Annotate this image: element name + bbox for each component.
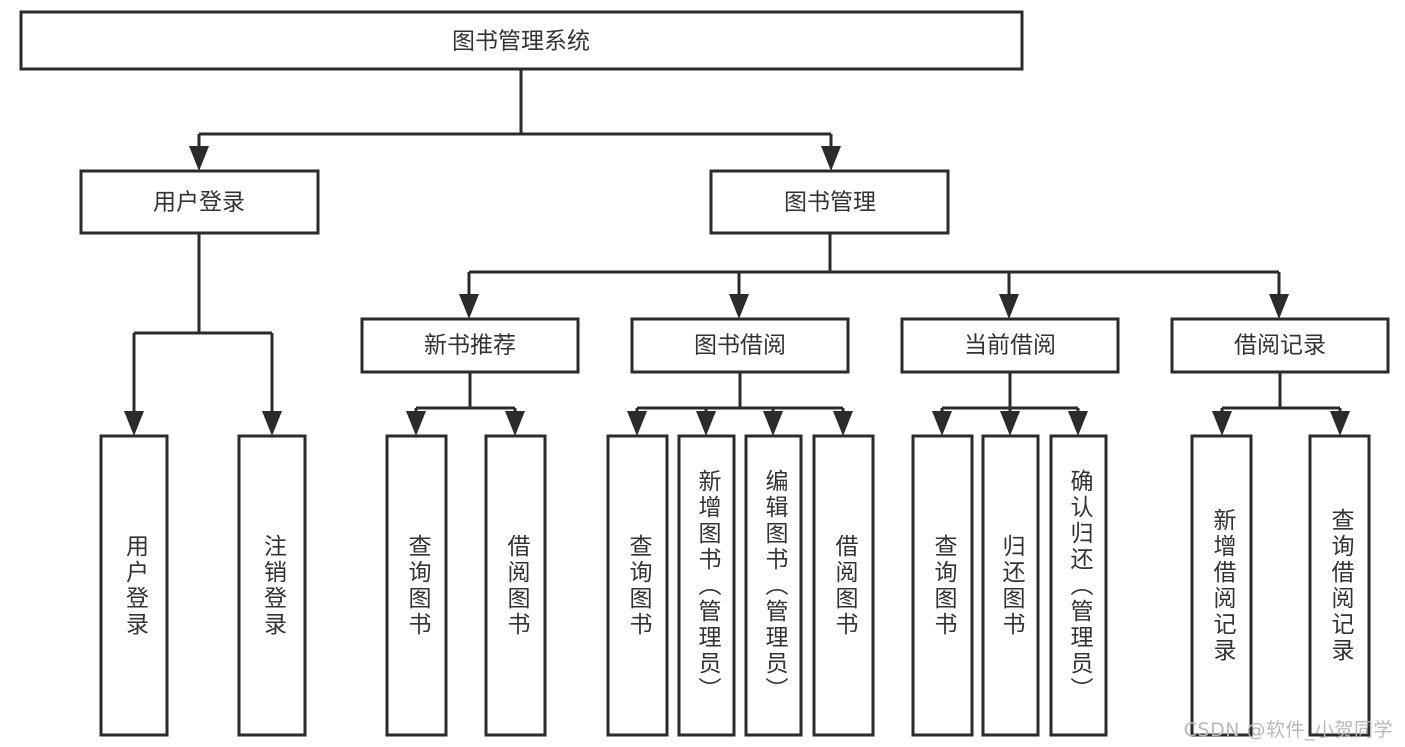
node-leaf-7-rect[interactable] [812,434,875,737]
node-leaf-6-rect[interactable] [744,434,803,737]
arrow-head-icon [406,411,426,436]
node-l3-0-label: 新书推荐 [424,333,516,359]
arrow-head-icon [1068,411,1088,436]
node-l3-3-label: 借阅记录 [1234,333,1326,359]
arrow-head-icon [124,411,144,436]
watermark-text: CSDN @软件_小贺同学 [1183,719,1393,741]
node-leaf-9-rect[interactable] [981,434,1040,737]
edge-l3-1-to-leaves [627,372,853,436]
node-leaf-2-rect[interactable] [385,434,448,737]
arrow-head-icon [1212,411,1232,436]
arrow-head-icon [459,294,479,319]
node-leaf-4-rect[interactable] [606,434,669,737]
arrow-head-icon [821,146,841,171]
arrow-head-icon [627,411,647,436]
node-leaf-8-rect[interactable] [911,434,974,737]
node-l3-0-rect[interactable] [360,317,580,374]
arrow-head-icon [1000,411,1020,436]
node-l3-3[interactable]: 借阅记录 [1170,317,1390,374]
node-root-rect[interactable] [19,10,1024,71]
arrow-head-icon [763,411,783,436]
edge-l3-2-to-leaves [932,372,1088,436]
arrow-head-icon [1330,411,1350,436]
edge-root-to-level2 [189,69,841,171]
node-l2-0-rect[interactable] [79,169,320,235]
node-l3-1-label: 图书借阅 [694,333,786,359]
node-l3-1[interactable]: 图书借阅 [630,317,850,374]
arrow-head-icon [1269,294,1289,319]
node-leaf-0-rect[interactable] [99,434,169,737]
node-l2-0[interactable]: 用户登录 [79,169,320,235]
edge-l3-3-to-leaves [1212,372,1350,436]
arrow-head-icon [999,294,1019,319]
node-root[interactable]: 图书管理系统 [19,10,1024,71]
node-l3-2[interactable]: 当前借阅 [900,317,1120,374]
node-l3-2-rect[interactable] [900,317,1120,374]
arrow-head-icon [729,294,749,319]
arrow-head-icon [696,411,716,436]
arrow-head-icon [189,146,209,171]
node-leaf-11-rect[interactable] [1190,434,1253,737]
edge-l2-0-to-leaves [124,233,282,436]
node-l3-0[interactable]: 新书推荐 [360,317,580,374]
arrow-head-icon [262,411,282,436]
node-leaf-12-rect[interactable] [1308,434,1371,737]
arrow-head-icon [833,411,853,436]
node-l2-1-label: 图书管理 [784,190,876,216]
arrow-head-icon [932,411,952,436]
node-l2-1[interactable]: 图书管理 [709,169,950,235]
node-leaf-1-rect[interactable] [237,434,307,737]
arrow-head-icon [505,411,525,436]
node-root-label: 图书管理系统 [452,29,590,55]
node-l2-0-label: 用户登录 [153,190,245,216]
node-leaf-10-rect[interactable] [1049,434,1108,737]
edge-l3-0-to-leaves [406,372,525,436]
edge-l2-1-to-level3 [459,233,1289,319]
node-leaf-5-rect[interactable] [677,434,736,737]
node-l3-2-label: 当前借阅 [964,333,1056,359]
node-leaf-3-rect[interactable] [484,434,547,737]
